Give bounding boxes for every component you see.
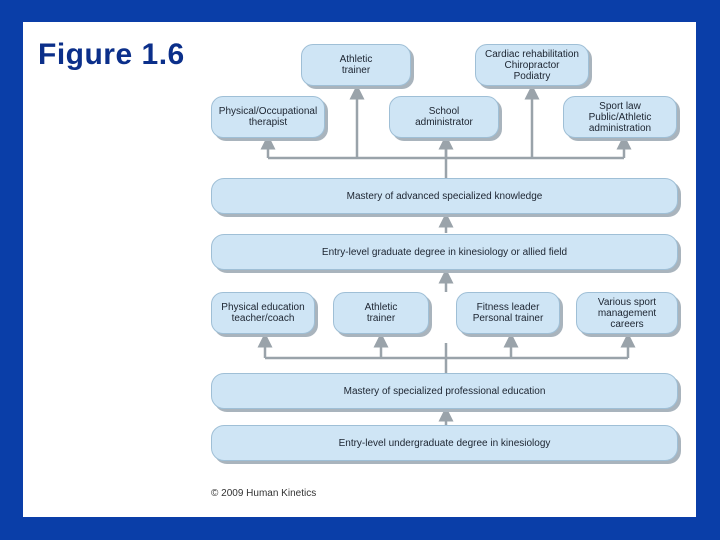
box-athletic-trainer-top: Athletic trainer [301,44,411,86]
box-sport-management: Various sport management careers [576,292,678,334]
slide-title: Figure 1.6 [38,38,185,71]
box-cardiac-rehabilitation: Cardiac rehabilitation Chiropractor Podi… [475,44,589,86]
bar-professional-education: Mastery of specialized professional educ… [211,373,678,409]
box-athletic-trainer-middle: Athletic trainer [333,292,429,334]
bar-graduate-degree: Entry-level graduate degree in kinesiolo… [211,234,678,270]
copyright-text: © 2009 Human Kinetics [211,488,317,499]
box-sport-law: Sport law Public/Athletic administration [563,96,677,138]
box-pe-teacher: Physical education teacher/coach [211,292,315,334]
box-fitness-leader: Fitness leader Personal trainer [456,292,560,334]
bar-undergraduate-degree: Entry-level undergraduate degree in kine… [211,425,678,461]
box-school-administrator: School administrator [389,96,499,138]
bar-advanced-knowledge: Mastery of advanced specialized knowledg… [211,178,678,214]
box-physical-therapist: Physical/Occupational therapist [211,96,325,138]
